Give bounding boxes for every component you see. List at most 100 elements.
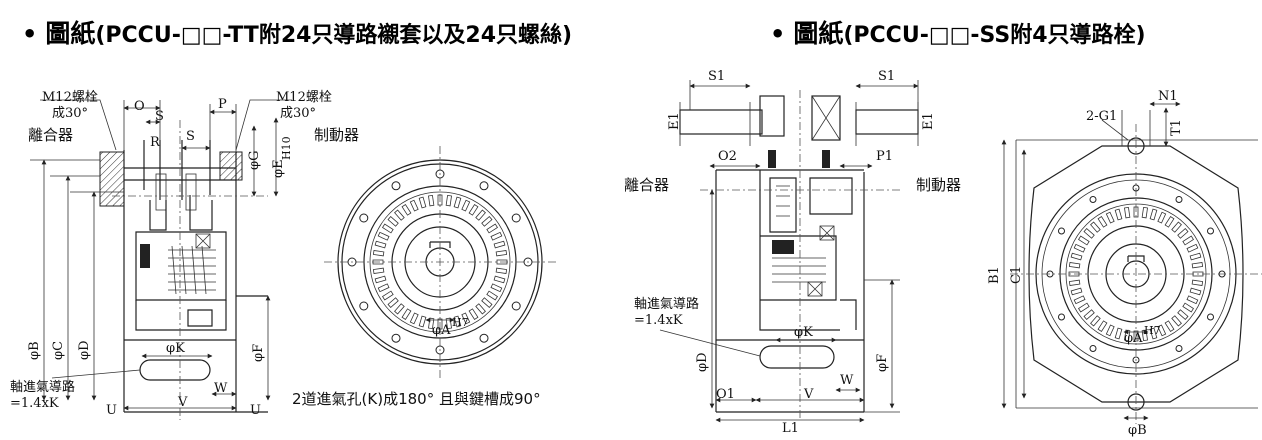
- bolt-hole: [511, 301, 521, 311]
- friction-tooth: [453, 196, 462, 209]
- friction-tooth: [394, 209, 405, 221]
- friction-tooth: [382, 223, 394, 234]
- friction-tooth: [418, 315, 427, 328]
- friction-tooth: [453, 315, 462, 328]
- dim-U-left: U: [106, 403, 117, 418]
- left-title-prefix: 圖紙: [45, 19, 96, 48]
- right-air-path-size: =1.4xK: [634, 313, 683, 328]
- dim-P: P: [218, 97, 227, 112]
- right-dim-phiB: φB: [1128, 423, 1147, 438]
- friction-tooth: [1149, 208, 1158, 221]
- friction-tooth: [1186, 243, 1199, 253]
- bolt-hole: [1132, 356, 1140, 364]
- air-hole-note: 2道進氣孔(K)成180° 且與鍵槽成90°: [292, 390, 541, 408]
- bolt-hole: [1058, 313, 1065, 321]
- dim-O1: O1: [716, 387, 735, 402]
- friction-tooth: [401, 308, 412, 320]
- dim-phiC: φC: [51, 341, 66, 360]
- bolt-hole: [1207, 227, 1214, 235]
- bolt-hole: [1089, 345, 1097, 352]
- friction-tooth: [461, 312, 471, 325]
- bolt-hole: [1132, 184, 1140, 192]
- dim-T1: T1: [1169, 119, 1184, 136]
- friction-tooth: [372, 267, 385, 274]
- friction-tooth: [1133, 206, 1139, 218]
- dim-B1: B1: [987, 266, 1002, 284]
- friction-tooth: [394, 303, 405, 315]
- friction-tooth: [1068, 271, 1080, 277]
- bolt-hole: [511, 213, 521, 223]
- right-dim-V: V: [803, 387, 814, 402]
- friction-tooth: [1164, 216, 1175, 228]
- bolt-hole: [1089, 196, 1097, 203]
- dim-O: O: [134, 99, 145, 114]
- friction-tooth: [1157, 211, 1167, 224]
- dim-C1: C1: [1009, 266, 1024, 284]
- right-drawing-title: •圖紙(PCCU-□□-SS附4只導路栓): [770, 14, 1146, 50]
- dim-N1: N1: [1158, 89, 1178, 104]
- friction-tooth: [481, 297, 493, 308]
- left-section-view: [30, 99, 292, 420]
- friction-tooth: [1083, 228, 1095, 239]
- brake-label: 制動器: [314, 126, 359, 144]
- dim-2-G1: 2-G1: [1086, 109, 1117, 124]
- left-front-view: [324, 146, 556, 378]
- dim-phiG: φG: [247, 151, 262, 171]
- friction-tooth: [418, 196, 427, 209]
- friction-tooth: [1097, 216, 1108, 228]
- bolt-angle-label-left: 成30°: [52, 106, 88, 121]
- friction-tooth: [1182, 235, 1194, 246]
- left-drawing-title: •圖紙(PCCU-□□-TT附24只導路襯套以及24只螺絲): [22, 14, 572, 50]
- bullet-icon: •: [22, 20, 38, 48]
- dim-phiK: φK: [166, 341, 185, 356]
- dim-phiD: φD: [77, 340, 92, 360]
- friction-tooth: [493, 240, 506, 249]
- friction-tooth: [495, 267, 508, 274]
- bolt-angle-label-right: 成30°: [280, 106, 316, 121]
- dim-R: R: [150, 135, 161, 150]
- right-dim-phiA-tolerance: H7: [1144, 324, 1161, 337]
- friction-tooth: [445, 194, 452, 207]
- friction-tooth: [495, 250, 508, 257]
- dim-L1: L1: [782, 421, 799, 436]
- friction-tooth: [1090, 221, 1101, 233]
- friction-tooth: [372, 250, 385, 257]
- friction-tooth: [1149, 327, 1158, 340]
- friction-tooth: [387, 216, 399, 227]
- friction-tooth: [409, 199, 419, 212]
- dim-S1-right: S1: [878, 69, 895, 84]
- friction-tooth: [1078, 235, 1090, 246]
- air-path-label: 軸進氣導路: [10, 379, 75, 395]
- right-dim-phiA: φA: [1124, 331, 1143, 346]
- bolt-hole: [1058, 227, 1065, 235]
- dim-phiA-tolerance: H7: [452, 316, 469, 329]
- friction-tooth: [387, 297, 399, 308]
- friction-tooth: [486, 223, 498, 234]
- right-air-path-label: 軸進氣導路: [634, 296, 699, 312]
- bolt-label-right: M12螺栓: [276, 90, 332, 105]
- friction-tooth: [481, 216, 493, 227]
- right-clutch-label: 離合器: [624, 176, 669, 194]
- bolt-hole: [347, 257, 357, 267]
- dim-phiE-tolerance: H10: [280, 136, 293, 160]
- friction-tooth: [428, 194, 435, 207]
- friction-tooth: [1083, 309, 1095, 320]
- friction-tooth: [490, 231, 503, 241]
- dim-V: V: [177, 395, 188, 410]
- bolt-hole: [359, 301, 369, 311]
- dim-phiB: φB: [27, 341, 42, 360]
- friction-tooth: [1191, 262, 1204, 269]
- bolt-hole: [1175, 196, 1183, 203]
- friction-tooth: [1068, 262, 1081, 269]
- friction-tooth: [1078, 302, 1090, 313]
- friction-tooth: [461, 199, 471, 212]
- bolt-hole: [479, 181, 489, 191]
- dim-P1: P1: [876, 149, 893, 164]
- friction-tooth: [475, 209, 486, 221]
- friction-tooth: [493, 275, 506, 284]
- friction-tooth: [486, 290, 498, 301]
- friction-tooth: [409, 312, 419, 325]
- friction-tooth: [372, 259, 384, 265]
- air-path-size: =1.4xK: [10, 396, 59, 411]
